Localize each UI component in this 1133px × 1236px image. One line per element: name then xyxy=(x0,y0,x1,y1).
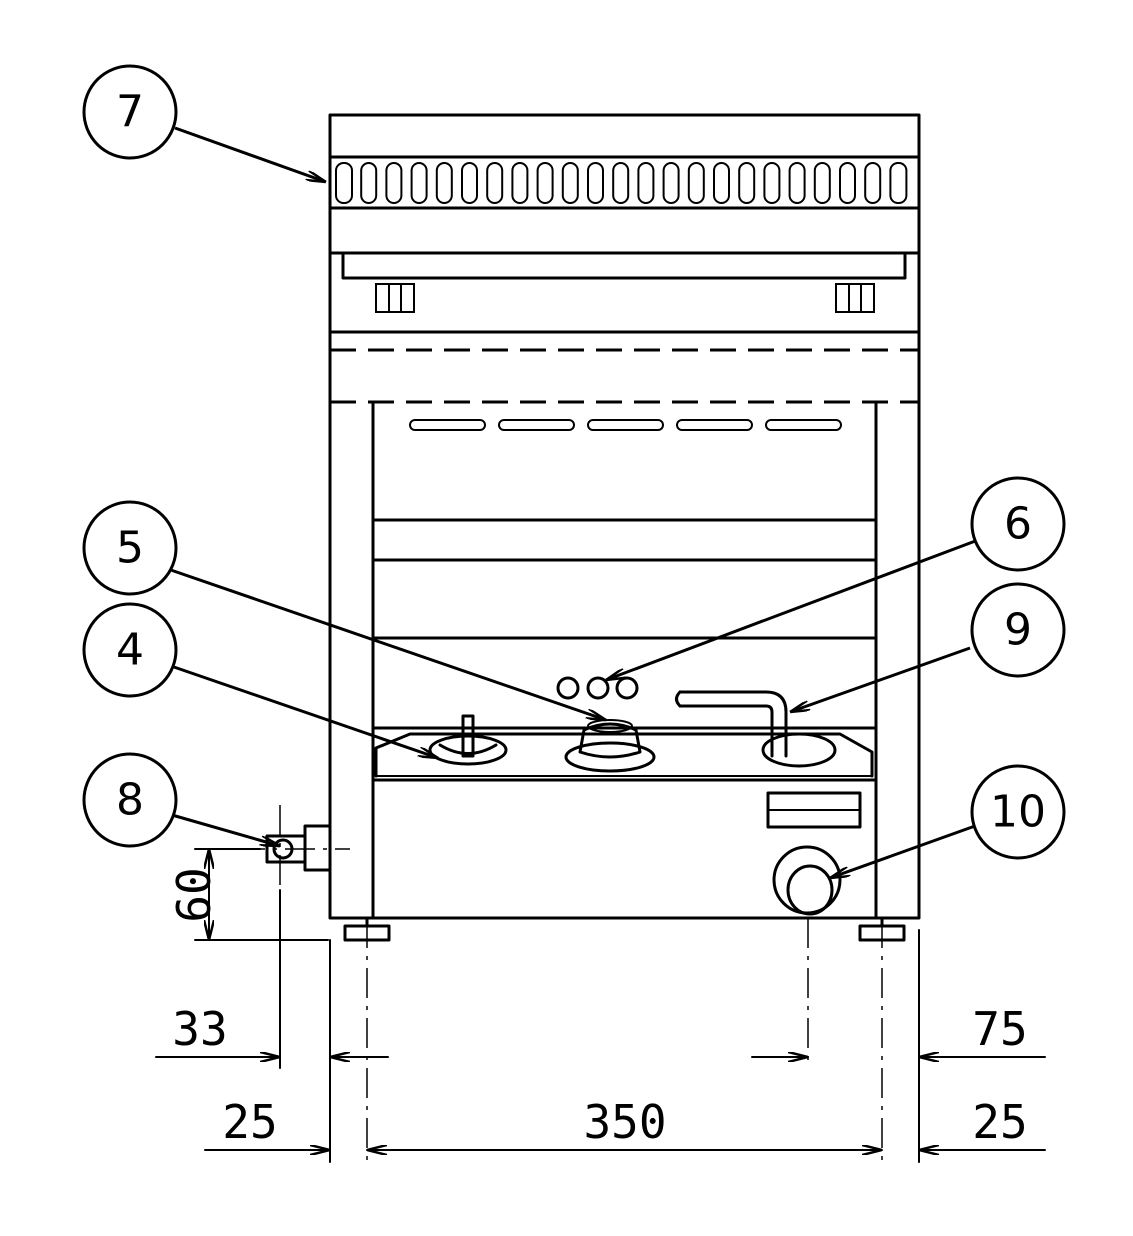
svg-text:7: 7 xyxy=(116,87,144,138)
appliance-body xyxy=(328,113,921,920)
extension-lines xyxy=(279,889,920,1163)
svg-text:9: 9 xyxy=(1004,605,1032,656)
vent-slot xyxy=(687,162,705,204)
left-hinge xyxy=(375,283,415,313)
heater-slot xyxy=(587,419,664,431)
inspection-holes xyxy=(556,676,639,700)
callout-10: 10 xyxy=(970,764,1066,860)
vent-slot xyxy=(662,162,680,204)
vent-slot xyxy=(788,162,806,204)
vent-slot xyxy=(335,162,353,204)
rating-plate xyxy=(766,791,862,829)
pilot-burner xyxy=(428,714,508,766)
dimension-height: 60 xyxy=(167,848,329,941)
svg-text:8: 8 xyxy=(116,775,144,826)
vent-slot xyxy=(612,162,630,204)
vent-slots xyxy=(335,162,908,204)
vent-slot xyxy=(536,162,554,204)
vent-slot xyxy=(738,162,756,204)
vent-slot xyxy=(410,162,428,204)
vent-slot xyxy=(461,162,478,204)
svg-text:5: 5 xyxy=(116,523,144,574)
heater-slot xyxy=(409,419,486,431)
callout-6: 6 xyxy=(970,476,1066,572)
vent-slot xyxy=(864,162,882,204)
vent-slot xyxy=(435,162,453,204)
svg-text:350: 350 xyxy=(583,1095,666,1149)
svg-text:60: 60 xyxy=(167,867,221,922)
burner-tray xyxy=(374,732,874,778)
vent-slot xyxy=(713,162,730,204)
svg-text:6: 6 xyxy=(1004,499,1032,550)
callout-4: 4 xyxy=(82,602,178,698)
vent-slot xyxy=(486,162,504,204)
vent-slot xyxy=(360,162,378,204)
svg-text:10: 10 xyxy=(990,787,1046,838)
svg-text:33: 33 xyxy=(172,1002,227,1056)
svg-text:75: 75 xyxy=(972,1002,1027,1056)
callout-5: 5 xyxy=(82,500,178,596)
svg-text:25: 25 xyxy=(222,1095,277,1149)
dimension-25-right: 25 xyxy=(918,1095,1046,1150)
heater-slot xyxy=(676,419,753,431)
heater-slots xyxy=(409,419,842,431)
vent-slot xyxy=(511,162,529,204)
vent-slot xyxy=(889,162,908,204)
callout-7: 7 xyxy=(82,64,178,160)
vent-slot xyxy=(813,162,831,204)
gas-pipe xyxy=(675,690,837,768)
dimension-33: 33 xyxy=(155,1002,389,1057)
vent-slot xyxy=(839,162,856,204)
vent-slot xyxy=(587,162,604,204)
burner-knob xyxy=(564,719,656,773)
dimension-350: 350 xyxy=(366,1095,883,1150)
vent-slot xyxy=(637,162,655,204)
callout-9: 9 xyxy=(970,582,1066,678)
svg-text:25: 25 xyxy=(972,1095,1027,1149)
heater-slot xyxy=(765,419,842,431)
dimension-75: 75 xyxy=(751,1002,1046,1057)
leader-lines xyxy=(164,126,979,880)
svg-text:4: 4 xyxy=(116,625,144,676)
callout-8: 8 xyxy=(82,752,178,848)
dimension-25-left: 25 xyxy=(204,1095,331,1150)
vent-slot xyxy=(763,162,781,204)
vent-slot xyxy=(561,162,579,204)
vent-slot xyxy=(385,162,403,204)
right-hinge xyxy=(835,283,875,313)
gas-inlet xyxy=(235,805,350,890)
heater-slot xyxy=(498,419,575,431)
control-knob xyxy=(772,845,842,916)
